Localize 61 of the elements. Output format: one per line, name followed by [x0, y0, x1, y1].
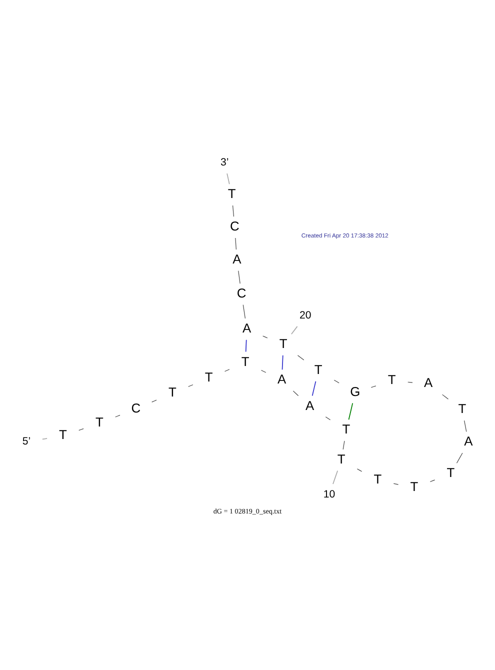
- node-text: C: [131, 400, 141, 416]
- connector: [78, 428, 84, 431]
- node-text: T: [279, 336, 288, 352]
- node-text: 20: [299, 309, 312, 322]
- node-text: T: [241, 354, 250, 369]
- node-text: A: [424, 375, 433, 390]
- node-text: T: [342, 422, 350, 437]
- node-text: C: [236, 285, 246, 300]
- connector: [456, 452, 463, 464]
- connector: [370, 386, 376, 388]
- connector: [235, 238, 236, 250]
- connector: [232, 205, 234, 217]
- connector: [348, 402, 354, 420]
- connector: [282, 354, 284, 370]
- connector: [224, 369, 230, 372]
- connector: [408, 382, 413, 383]
- connector: [325, 416, 331, 420]
- connector: [334, 380, 340, 384]
- node-text: 3’: [220, 156, 229, 169]
- connector: [292, 390, 299, 396]
- node-text: T: [458, 401, 466, 416]
- connector: [290, 326, 298, 335]
- connector: [152, 400, 157, 402]
- connector: [332, 470, 338, 484]
- connector: [188, 384, 194, 387]
- connector: [260, 370, 266, 373]
- node-text: T: [168, 384, 176, 400]
- connector: [226, 173, 230, 185]
- node-text: A: [278, 372, 286, 387]
- node-text: A: [305, 398, 314, 413]
- connector: [297, 355, 304, 360]
- connector: [393, 483, 399, 485]
- connector: [430, 480, 436, 482]
- node-text: A: [232, 251, 242, 266]
- connector: [342, 440, 345, 450]
- connector: [442, 394, 449, 400]
- node-text: T: [446, 465, 455, 480]
- connector: [464, 420, 467, 432]
- connector: [262, 336, 268, 338]
- connector: [242, 304, 246, 319]
- connector: [312, 380, 316, 396]
- node-text: T: [59, 427, 67, 442]
- node-text: T: [204, 370, 213, 384]
- node-text: T: [388, 372, 396, 388]
- node-text: A: [242, 320, 252, 336]
- connector: [356, 468, 362, 472]
- node-text: T: [228, 186, 236, 202]
- node-text: G: [350, 384, 360, 399]
- node-text: T: [374, 472, 382, 487]
- connector: [238, 270, 240, 284]
- connector: [115, 414, 120, 418]
- node-text: T: [410, 479, 418, 494]
- node-text: T: [96, 414, 104, 430]
- connector: [42, 438, 48, 440]
- node-text: 5’: [22, 435, 31, 448]
- connector: [245, 339, 247, 352]
- node-text: 10: [323, 488, 336, 500]
- node-text: T: [337, 451, 346, 466]
- node-text: C: [230, 218, 240, 234]
- node-text: T: [314, 362, 322, 377]
- node-text: A: [464, 434, 473, 449]
